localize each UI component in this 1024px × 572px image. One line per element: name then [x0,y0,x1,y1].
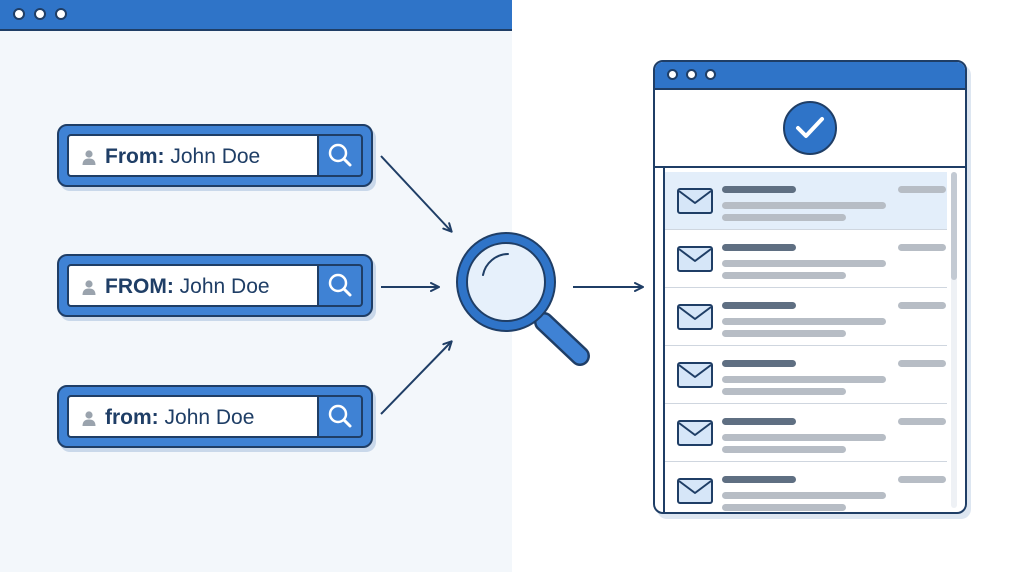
checkmark-circle-icon [783,101,837,155]
envelope-icon [677,362,713,388]
left-window-titlebar [0,0,512,31]
envelope-icon [677,478,713,504]
email-sender-placeholder [722,360,796,367]
email-result-row[interactable] [665,172,947,230]
email-subject-placeholder [722,492,886,499]
arrow-query-3 [380,340,453,415]
email-preview-placeholder [722,272,846,279]
person-icon [82,411,96,426]
email-date-placeholder [898,418,946,425]
envelope-icon [677,420,713,446]
email-date-placeholder [898,244,946,251]
email-date-placeholder [898,360,946,367]
search-input[interactable]: from: John Doe [67,395,319,438]
person-icon [82,150,96,165]
email-sender-placeholder [722,186,796,193]
envelope-icon [677,304,713,330]
search-input[interactable]: FROM: John Doe [67,264,319,307]
window-dot-icon [13,8,25,20]
search-field-value: John Doe [170,145,261,168]
search-query-text: From: John Doe [105,145,260,169]
email-result-row[interactable] [665,404,947,462]
email-result-row[interactable] [665,230,947,288]
email-preview-placeholder [722,446,846,453]
envelope-icon [677,246,713,272]
email-sender-placeholder [722,476,796,483]
email-subject-placeholder [722,318,886,325]
email-date-placeholder [898,186,946,193]
email-date-placeholder [898,476,946,483]
list-divider [663,168,665,512]
email-sender-placeholder [722,418,796,425]
email-subject-placeholder [722,376,886,383]
email-result-row[interactable] [665,462,947,512]
email-preview-placeholder [722,330,846,337]
results-list [655,168,965,512]
email-preview-placeholder [722,388,846,395]
search-box-3: from: John Doe [57,385,373,448]
search-input[interactable]: From: John Doe [67,134,319,177]
email-sender-placeholder [722,244,796,251]
email-result-row[interactable] [665,288,947,346]
window-dot-icon [667,69,678,80]
window-dot-icon [55,8,67,20]
person-icon [82,280,96,295]
email-subject-placeholder [722,434,886,441]
scrollbar-thumb[interactable] [951,172,957,280]
search-button[interactable] [317,134,363,177]
search-icon [328,143,352,167]
search-icon [328,273,352,297]
magnifying-glass-icon [456,232,590,366]
arrow-query-1 [380,155,453,233]
search-field-label: From: [105,145,165,168]
search-button[interactable] [317,264,363,307]
search-box-2: FROM: John Doe [57,254,373,317]
search-query-text: from: John Doe [105,406,254,430]
search-box-1: From: John Doe [57,124,373,187]
search-field-value: John Doe [164,406,255,429]
email-subject-placeholder [722,202,886,209]
email-date-placeholder [898,302,946,309]
results-window-titlebar [655,62,965,90]
search-field-value: John Doe [179,275,270,298]
window-dot-icon [705,69,716,80]
window-dot-icon [686,69,697,80]
results-scrollbar[interactable] [951,172,957,508]
email-preview-placeholder [722,504,846,511]
email-sender-placeholder [722,302,796,309]
window-dot-icon [34,8,46,20]
email-subject-placeholder [722,260,886,267]
email-result-row[interactable] [665,346,947,404]
search-field-label: FROM: [105,275,174,298]
search-button[interactable] [317,395,363,438]
search-icon [328,404,352,428]
results-window [653,60,967,514]
search-query-text: FROM: John Doe [105,275,270,299]
search-field-label: from: [105,406,159,429]
result-status-area [655,90,965,168]
email-preview-placeholder [722,214,846,221]
envelope-icon [677,188,713,214]
